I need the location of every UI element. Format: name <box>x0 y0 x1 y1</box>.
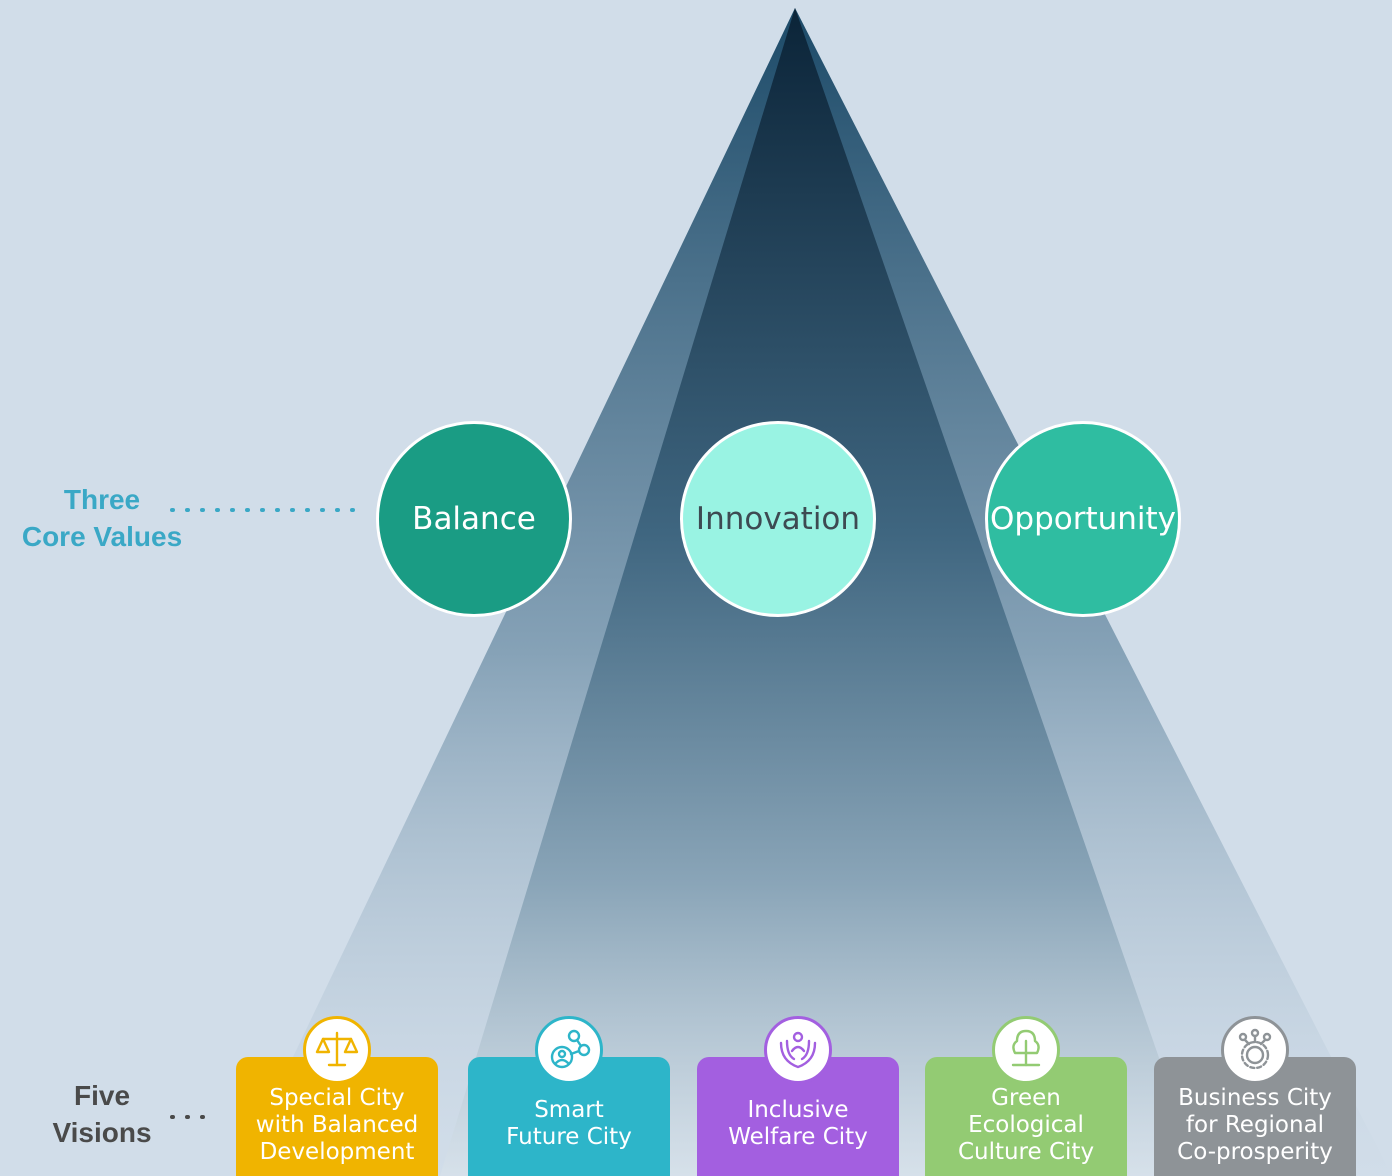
core-value-balance: Balance <box>376 421 572 617</box>
vision-line: Co-prosperity <box>1177 1139 1333 1165</box>
five-visions-label: Five Visions <box>40 1077 164 1151</box>
vision-line: with Balanced <box>255 1112 419 1138</box>
vision-line: Development <box>259 1139 415 1165</box>
core-value-label: Innovation <box>695 501 861 537</box>
core-label-line-2: Core Values <box>21 521 183 552</box>
vision-label-line-2: Visions <box>52 1117 152 1148</box>
three-core-values-label: Three Core Values <box>14 481 190 555</box>
scales-icon <box>303 1016 371 1084</box>
gear-network-icon <box>1221 1016 1289 1084</box>
vision-line: Inclusive <box>747 1097 849 1123</box>
vision-label-line-1: Five <box>73 1080 131 1111</box>
core-value-innovation: Innovation <box>680 421 876 617</box>
core-label-line-1: Three <box>63 484 141 515</box>
vision-line: Welfare City <box>728 1124 868 1150</box>
core-value-label: Opportunity <box>989 501 1177 537</box>
core-value-opportunity: Opportunity <box>985 421 1181 617</box>
network-person-icon <box>535 1016 603 1084</box>
vision-line: Ecological <box>968 1112 1084 1138</box>
vision-line: Smart <box>534 1097 604 1123</box>
tree-icon <box>992 1016 1060 1084</box>
vision-line: Business City <box>1178 1085 1332 1111</box>
vision-line: Future City <box>506 1124 632 1150</box>
vision-line: Culture City <box>957 1139 1095 1165</box>
vision-line: Special City <box>269 1085 405 1111</box>
core-value-label: Balance <box>412 501 536 537</box>
vision-line: for Regional <box>1185 1112 1325 1138</box>
hands-person-icon <box>764 1016 832 1084</box>
vision-line: Green <box>991 1085 1061 1111</box>
